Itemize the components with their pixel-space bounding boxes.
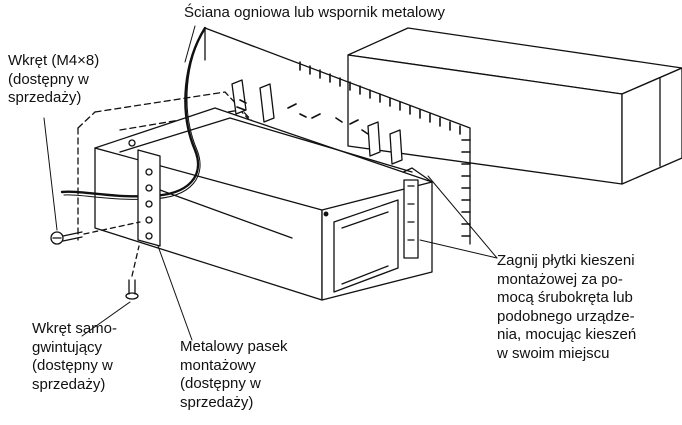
bend-tabs-instruction: Zagnij płytki kieszeni montażowej za po-… xyxy=(497,252,637,362)
dashboard-panel xyxy=(204,27,471,245)
sleeve-tab-marks xyxy=(236,99,369,135)
leader-lines xyxy=(43,25,498,341)
self-tapping-screw-label: Wkręt samo- gwintujący (dostępny w sprze… xyxy=(32,320,118,393)
cable xyxy=(60,26,207,200)
sleeve-tabs xyxy=(231,79,403,165)
metal-strap-label: Metalowy pasek montażowy (dostępny w spr… xyxy=(180,338,288,411)
machine-screw-label: Wkręt (M4×8) (dostępny w sprzedaży) xyxy=(8,52,100,106)
firewall-label: Ściana ogniowa lub wspornik metalowy xyxy=(184,4,445,21)
self-tapping-screw-icon xyxy=(125,245,140,300)
metal-strap xyxy=(128,139,161,247)
head-unit-box xyxy=(347,27,682,185)
machine-screw-icon xyxy=(50,221,141,245)
